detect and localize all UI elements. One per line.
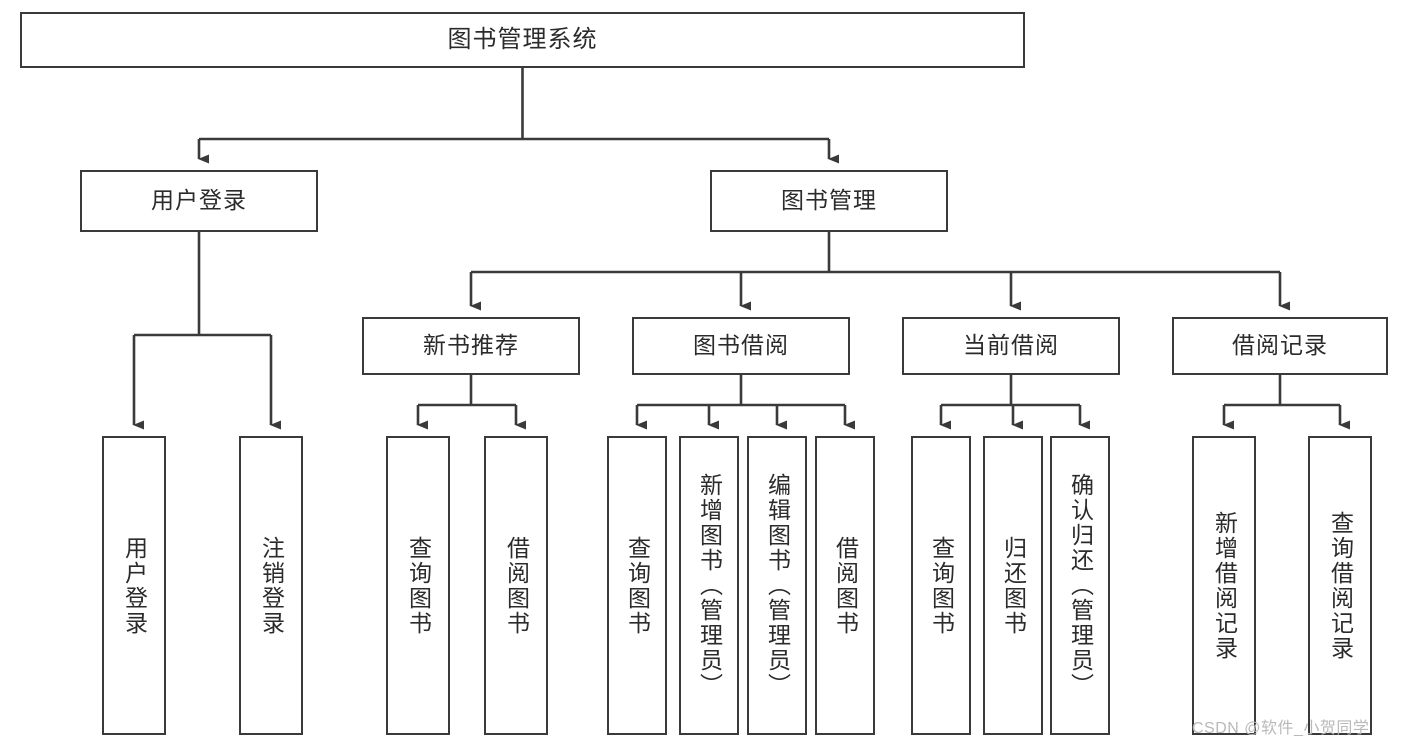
- leaf-current-confirm-return[interactable]: 确认归还（管理员）: [1050, 436, 1110, 735]
- leaf-logout[interactable]: 注销登录: [239, 436, 303, 735]
- node-book-management-label: 图书管理: [781, 187, 877, 214]
- leaf-logout-label: 注销登录: [258, 535, 285, 636]
- leaf-record-add-label: 新增借阅记录: [1211, 510, 1238, 661]
- leaf-borrow-query-book-label: 查询图书: [624, 535, 651, 636]
- node-new-book-recommend[interactable]: 新书推荐: [362, 317, 580, 375]
- node-book-management[interactable]: 图书管理: [710, 170, 948, 232]
- leaf-borrow-borrow-book[interactable]: 借阅图书: [815, 436, 875, 735]
- leaf-new-borrow-book[interactable]: 借阅图书: [484, 436, 548, 735]
- leaf-user-login-label: 用户登录: [121, 535, 148, 636]
- leaf-current-return-book[interactable]: 归还图书: [983, 436, 1043, 735]
- leaf-borrow-add-book-label: 新增图书（管理员）: [696, 473, 723, 698]
- leaf-record-query[interactable]: 查询借阅记录: [1308, 436, 1372, 735]
- leaf-current-query-book-label: 查询图书: [928, 535, 955, 636]
- leaf-new-query-book-label: 查询图书: [405, 535, 432, 636]
- node-new-book-recommend-label: 新书推荐: [423, 332, 519, 359]
- leaf-user-login[interactable]: 用户登录: [102, 436, 166, 735]
- node-user-login[interactable]: 用户登录: [80, 170, 318, 232]
- leaf-borrow-edit-book-label: 编辑图书（管理员）: [764, 473, 791, 698]
- leaf-borrow-borrow-book-label: 借阅图书: [832, 535, 859, 636]
- node-book-borrow-label: 图书借阅: [693, 332, 789, 359]
- node-current-borrow[interactable]: 当前借阅: [902, 317, 1120, 375]
- leaf-borrow-edit-book[interactable]: 编辑图书（管理员）: [747, 436, 807, 735]
- leaf-current-confirm-return-label: 确认归还（管理员）: [1067, 473, 1094, 698]
- node-book-borrow[interactable]: 图书借阅: [632, 317, 850, 375]
- node-root-label: 图书管理系统: [447, 25, 598, 53]
- leaf-record-query-label: 查询借阅记录: [1327, 510, 1354, 661]
- leaf-borrow-add-book[interactable]: 新增图书（管理员）: [679, 436, 739, 735]
- leaf-record-add[interactable]: 新增借阅记录: [1192, 436, 1256, 735]
- leaf-current-return-book-label: 归还图书: [1000, 535, 1027, 636]
- node-borrow-records[interactable]: 借阅记录: [1172, 317, 1388, 375]
- node-root[interactable]: 图书管理系统: [20, 12, 1025, 68]
- node-user-login-label: 用户登录: [151, 187, 247, 214]
- node-current-borrow-label: 当前借阅: [963, 332, 1059, 359]
- leaf-new-borrow-book-label: 借阅图书: [503, 535, 530, 636]
- leaf-borrow-query-book[interactable]: 查询图书: [607, 436, 667, 735]
- leaf-current-query-book[interactable]: 查询图书: [911, 436, 971, 735]
- leaf-new-query-book[interactable]: 查询图书: [386, 436, 450, 735]
- node-borrow-records-label: 借阅记录: [1232, 332, 1328, 359]
